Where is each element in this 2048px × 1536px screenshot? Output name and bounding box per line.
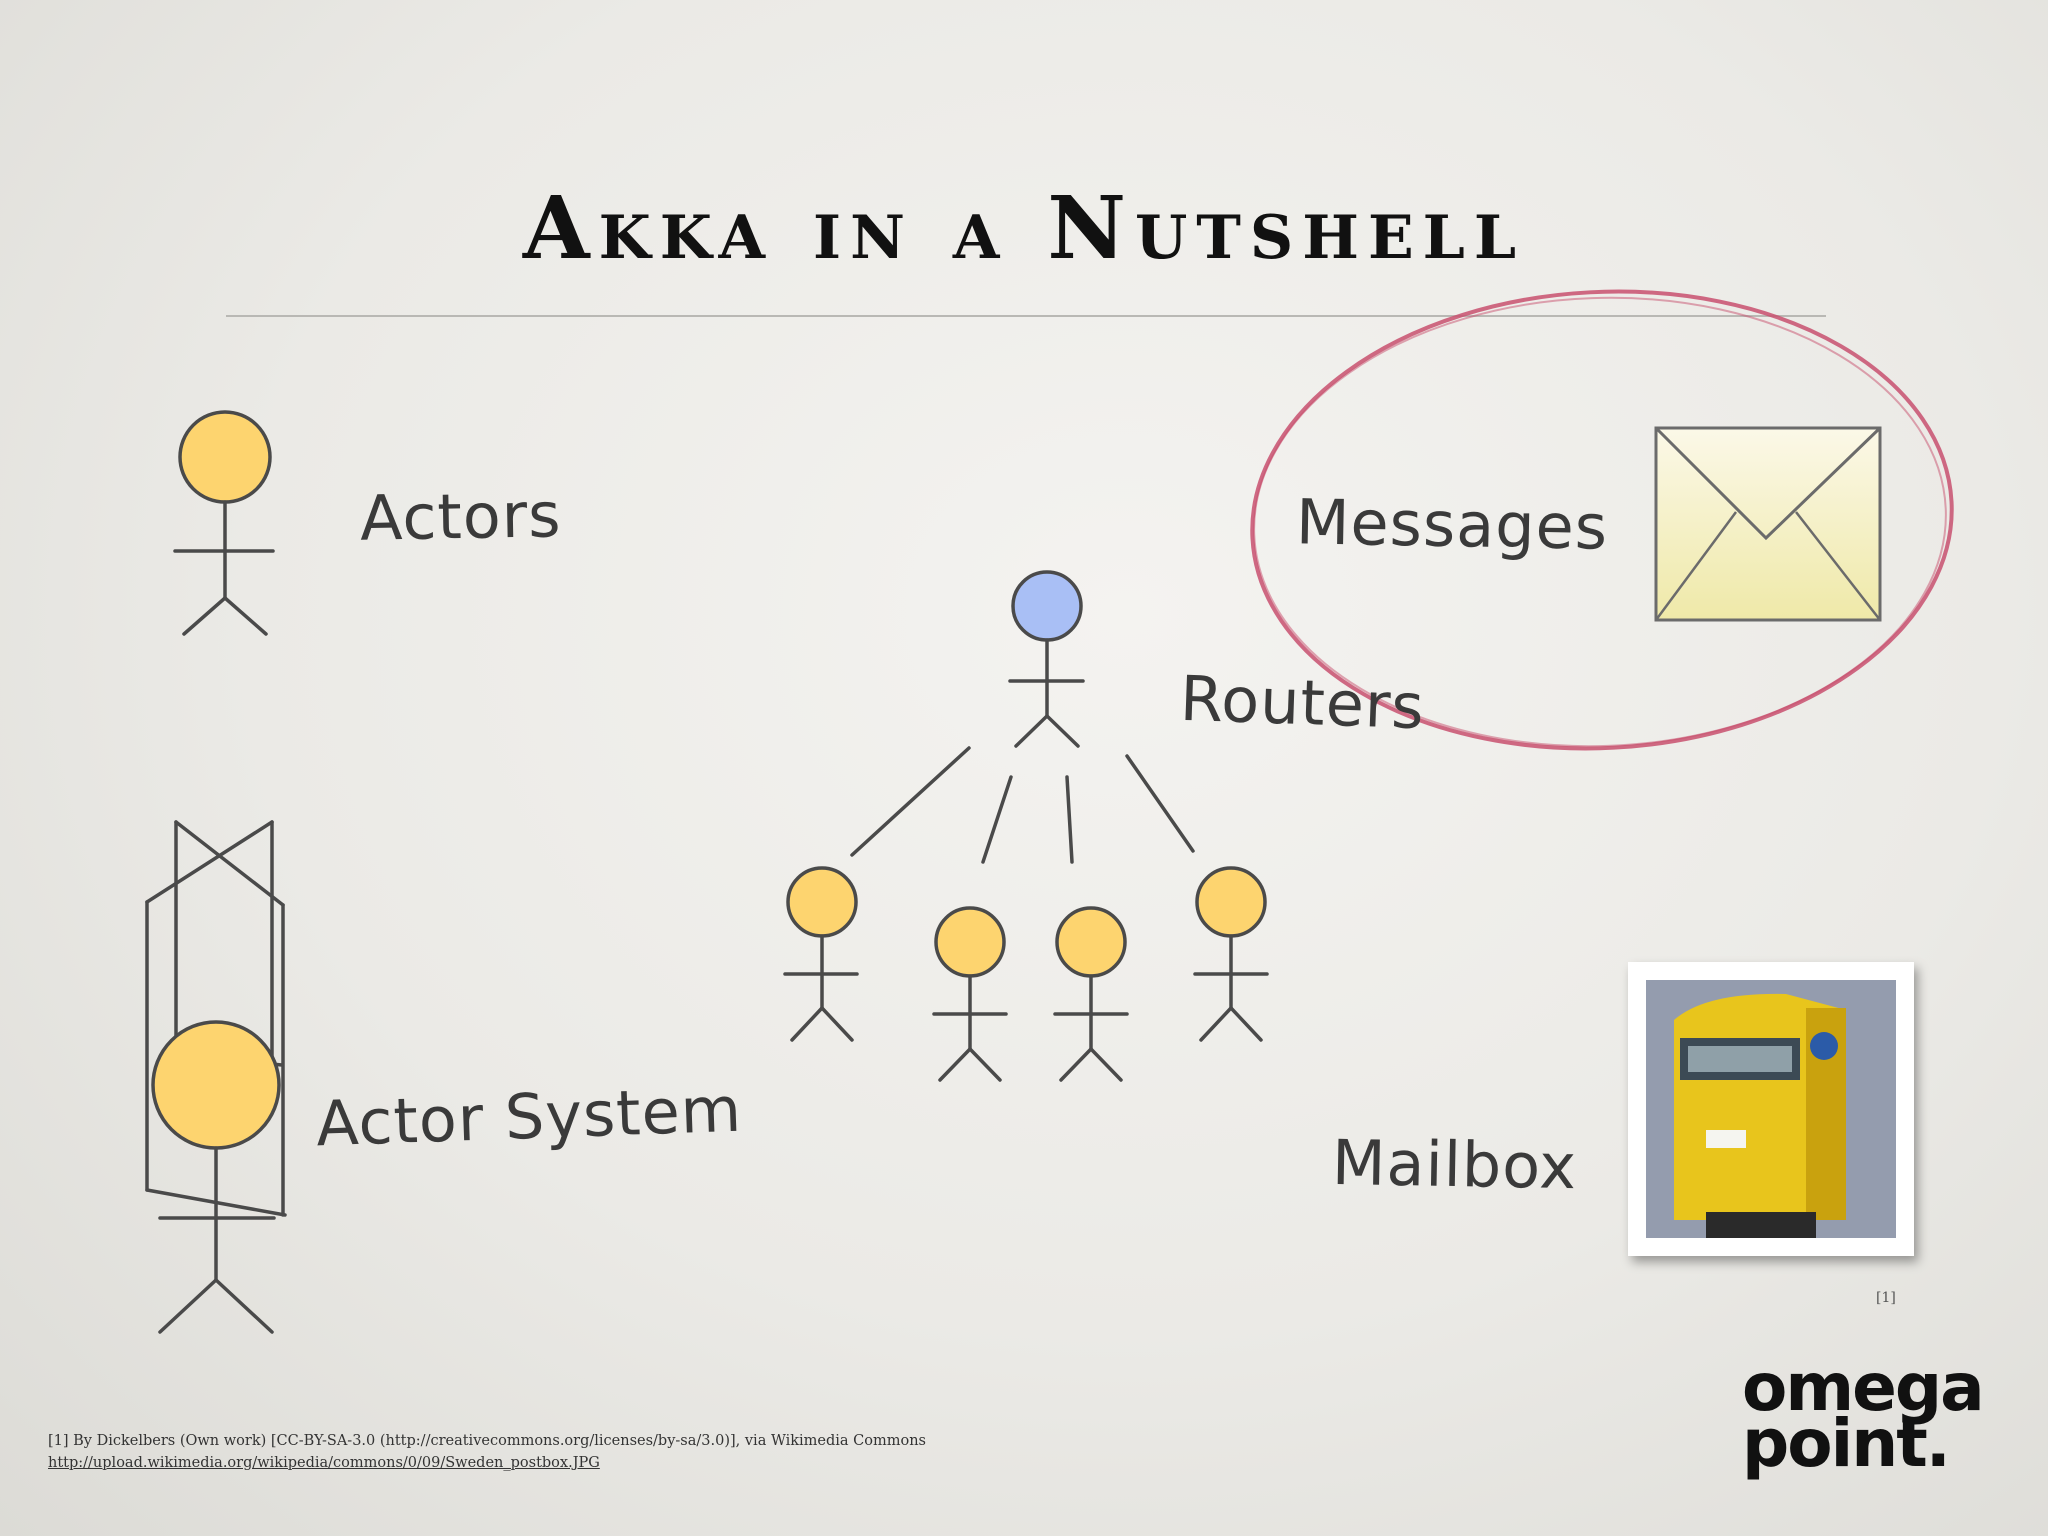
label-mailbox: Mailbox xyxy=(1331,1125,1578,1204)
mailbox-photo xyxy=(1628,962,1914,1256)
envelope-icon xyxy=(1654,426,1882,622)
logo-line-1: omega xyxy=(1742,1349,1985,1426)
routee-figure-icon xyxy=(783,866,859,1042)
label-actors: Actors xyxy=(359,478,563,555)
image-reference: [1] xyxy=(1876,1290,1896,1306)
label-routers: Routers xyxy=(1178,661,1426,744)
highlight-circle xyxy=(1250,289,1954,751)
slide-title: Akka in a Nutshell xyxy=(522,178,1526,279)
routee-figure-icon xyxy=(1053,906,1129,1082)
footnote: [1] By Dickelbers (Own work) [CC-BY-SA-3… xyxy=(48,1430,1048,1474)
label-messages: Messages xyxy=(1295,485,1609,564)
routee-figure-icon xyxy=(932,906,1008,1082)
actor-figure-icon xyxy=(173,410,275,636)
company-logo: omega point. xyxy=(1742,1349,1985,1482)
router-figure-icon xyxy=(850,570,1195,864)
footnote-credit: [1] By Dickelbers (Own work) [CC-BY-SA-3… xyxy=(48,1433,926,1449)
logo-line-2: point. xyxy=(1742,1405,1951,1482)
footnote-link[interactable]: http://upload.wikimedia.org/wikipedia/co… xyxy=(48,1455,600,1471)
actor-system-icon xyxy=(145,820,287,1334)
label-actor-system: Actor System xyxy=(314,1072,744,1161)
routee-figure-icon xyxy=(1193,866,1269,1042)
title-divider xyxy=(226,315,1826,317)
